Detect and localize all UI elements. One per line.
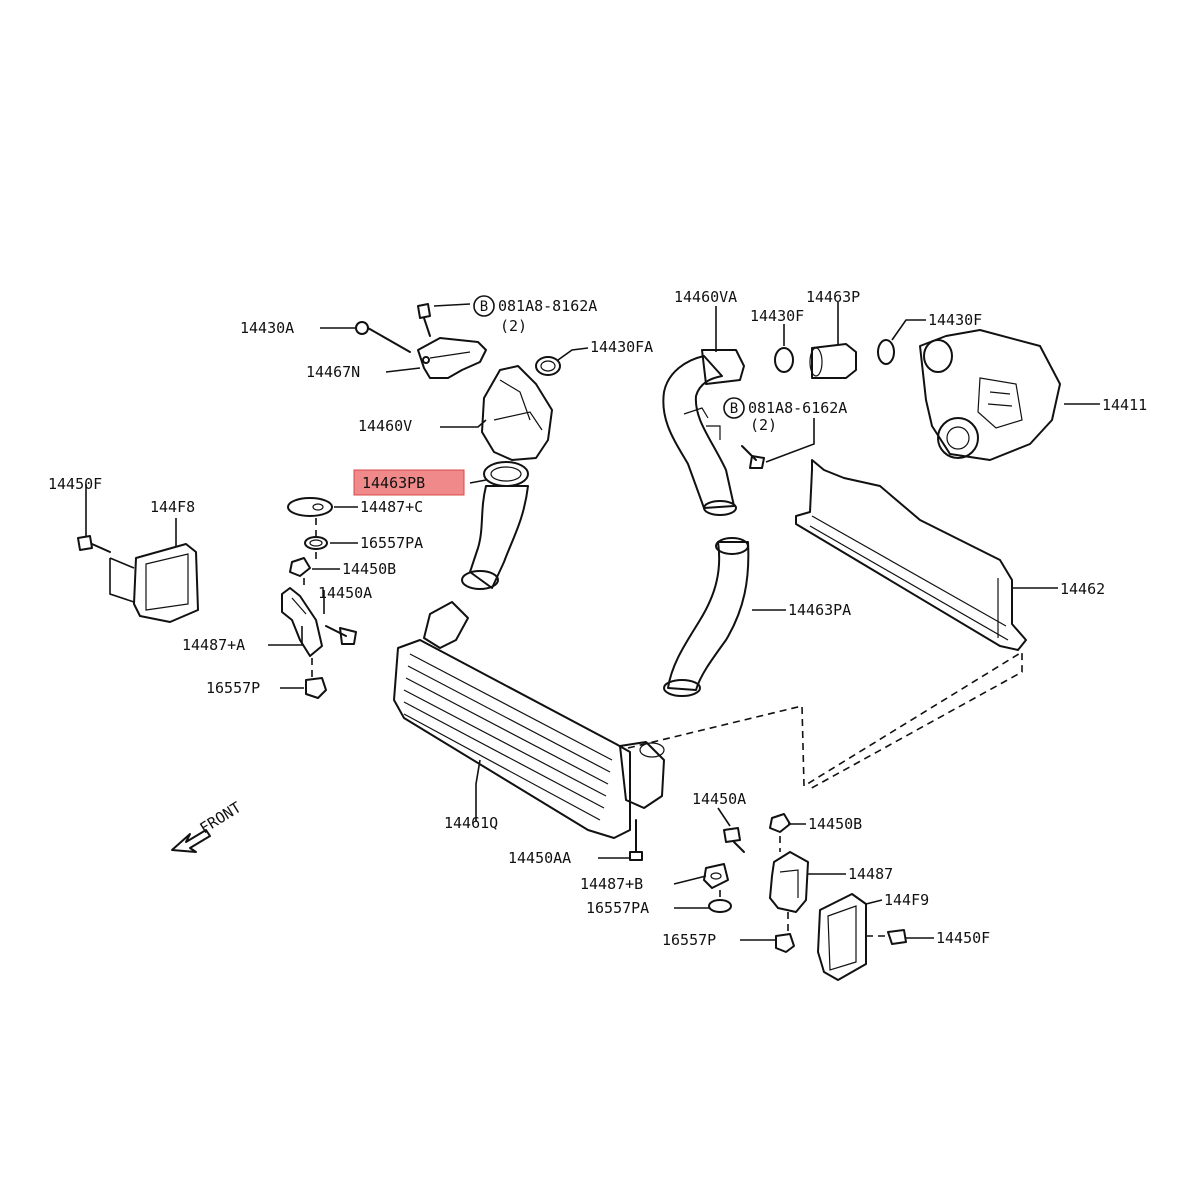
bolt-marker-lower: B (723, 397, 745, 419)
label-14450aa: 14450AA (508, 849, 571, 867)
label-14487b: 14487+B (580, 875, 643, 893)
label-14487a: 14487+A (182, 636, 245, 654)
label-14450b-right: 14450B (808, 815, 862, 833)
duct-14460v (481, 365, 553, 461)
label-14487: 14487 (848, 865, 893, 883)
bracket-14487 (769, 851, 809, 913)
label-14430fa: 14430FA (590, 338, 653, 356)
label-14463pa: 14463PA (788, 601, 851, 619)
label-14430f-b: 14430F (928, 311, 982, 329)
leader-lines (85, 302, 1100, 941)
label-front: FRONT (197, 798, 245, 837)
hose-14463pa (663, 537, 750, 697)
bolt-14430a (355, 321, 411, 353)
label-14450b-left: 14450B (342, 560, 396, 578)
bracket-14467n (417, 337, 487, 379)
label-081a8-6162a: 081A8-6162A (748, 399, 847, 417)
bolt-081a8-6162a (741, 445, 765, 469)
label-081a8-6162a-qty: (2) (750, 416, 777, 434)
guide-144f9 (817, 893, 867, 981)
bolt-14450aa (629, 819, 643, 861)
label-14463p: 14463P (806, 288, 860, 306)
label-14460va: 14460VA (674, 288, 737, 306)
label-14430a: 14430A (240, 319, 294, 337)
bolt-14450a-left (325, 625, 357, 645)
bolt-14450f-right (887, 929, 907, 945)
nut-14450b-left (289, 557, 311, 577)
support-14462 (795, 459, 1027, 651)
svg-text:B: B (480, 299, 488, 315)
bolt-14450f-left (77, 535, 111, 553)
turbocharger-14411 (919, 329, 1061, 461)
grommet-16557pa-right (708, 899, 732, 913)
nut-14450b-right (769, 813, 791, 833)
assembly-outline (627, 650, 1023, 791)
label-14461q: 14461Q (444, 814, 498, 832)
label-14450f-right: 14450F (936, 929, 990, 947)
bolt-14450a-right (723, 827, 745, 853)
label-081a8-8162a: 081A8-8162A (498, 297, 597, 315)
duct-14460va (662, 349, 745, 516)
label-14463pb: 14463PB (362, 474, 425, 492)
svg-text:B: B (730, 401, 738, 417)
intercooler-14461q (393, 601, 665, 839)
highlight-14463pb (353, 469, 465, 496)
label-144f8: 144F8 (150, 498, 195, 516)
label-14467n: 14467N (306, 363, 360, 381)
bracket-14487a (281, 587, 323, 657)
label-14411: 14411 (1102, 396, 1147, 414)
front-direction-arrow (171, 829, 211, 853)
grommet-16557p-right (775, 933, 795, 953)
label-16557p-left: 16557P (206, 679, 260, 697)
hose-left-intercooler (461, 485, 529, 590)
label-14450a-left: 14450A (318, 584, 372, 602)
label-16557pa-right: 16557PA (586, 899, 649, 917)
label-14430f-a: 14430F (750, 307, 804, 325)
clamp-14430f-right (877, 339, 895, 365)
clamp-14430f-left (774, 347, 794, 373)
label-14450a-right: 14450A (692, 790, 746, 808)
label-16557p-right: 16557P (662, 931, 716, 949)
label-081a8-8162a-qty: (2) (500, 317, 527, 335)
grommet-16557pa-left (304, 536, 328, 550)
guide-144f8 (133, 543, 199, 623)
washer-14487c (287, 497, 333, 517)
washer-14487b (703, 863, 729, 889)
label-14460v: 14460V (358, 417, 412, 435)
sleeve-14463p (809, 343, 857, 379)
label-14462: 14462 (1060, 580, 1105, 598)
label-14487c: 14487+C (360, 498, 423, 516)
grommet-16557p-left (305, 677, 327, 699)
clamp-14463pb (483, 461, 529, 487)
bolt-marker-upper: B (473, 295, 495, 317)
bolt-081a8-8162a (417, 303, 431, 337)
label-14450f-left: 14450F (48, 475, 102, 493)
clamp-14430fa (535, 356, 561, 376)
label-16557pa-left: 16557PA (360, 534, 423, 552)
label-144f9: 144F9 (884, 891, 929, 909)
